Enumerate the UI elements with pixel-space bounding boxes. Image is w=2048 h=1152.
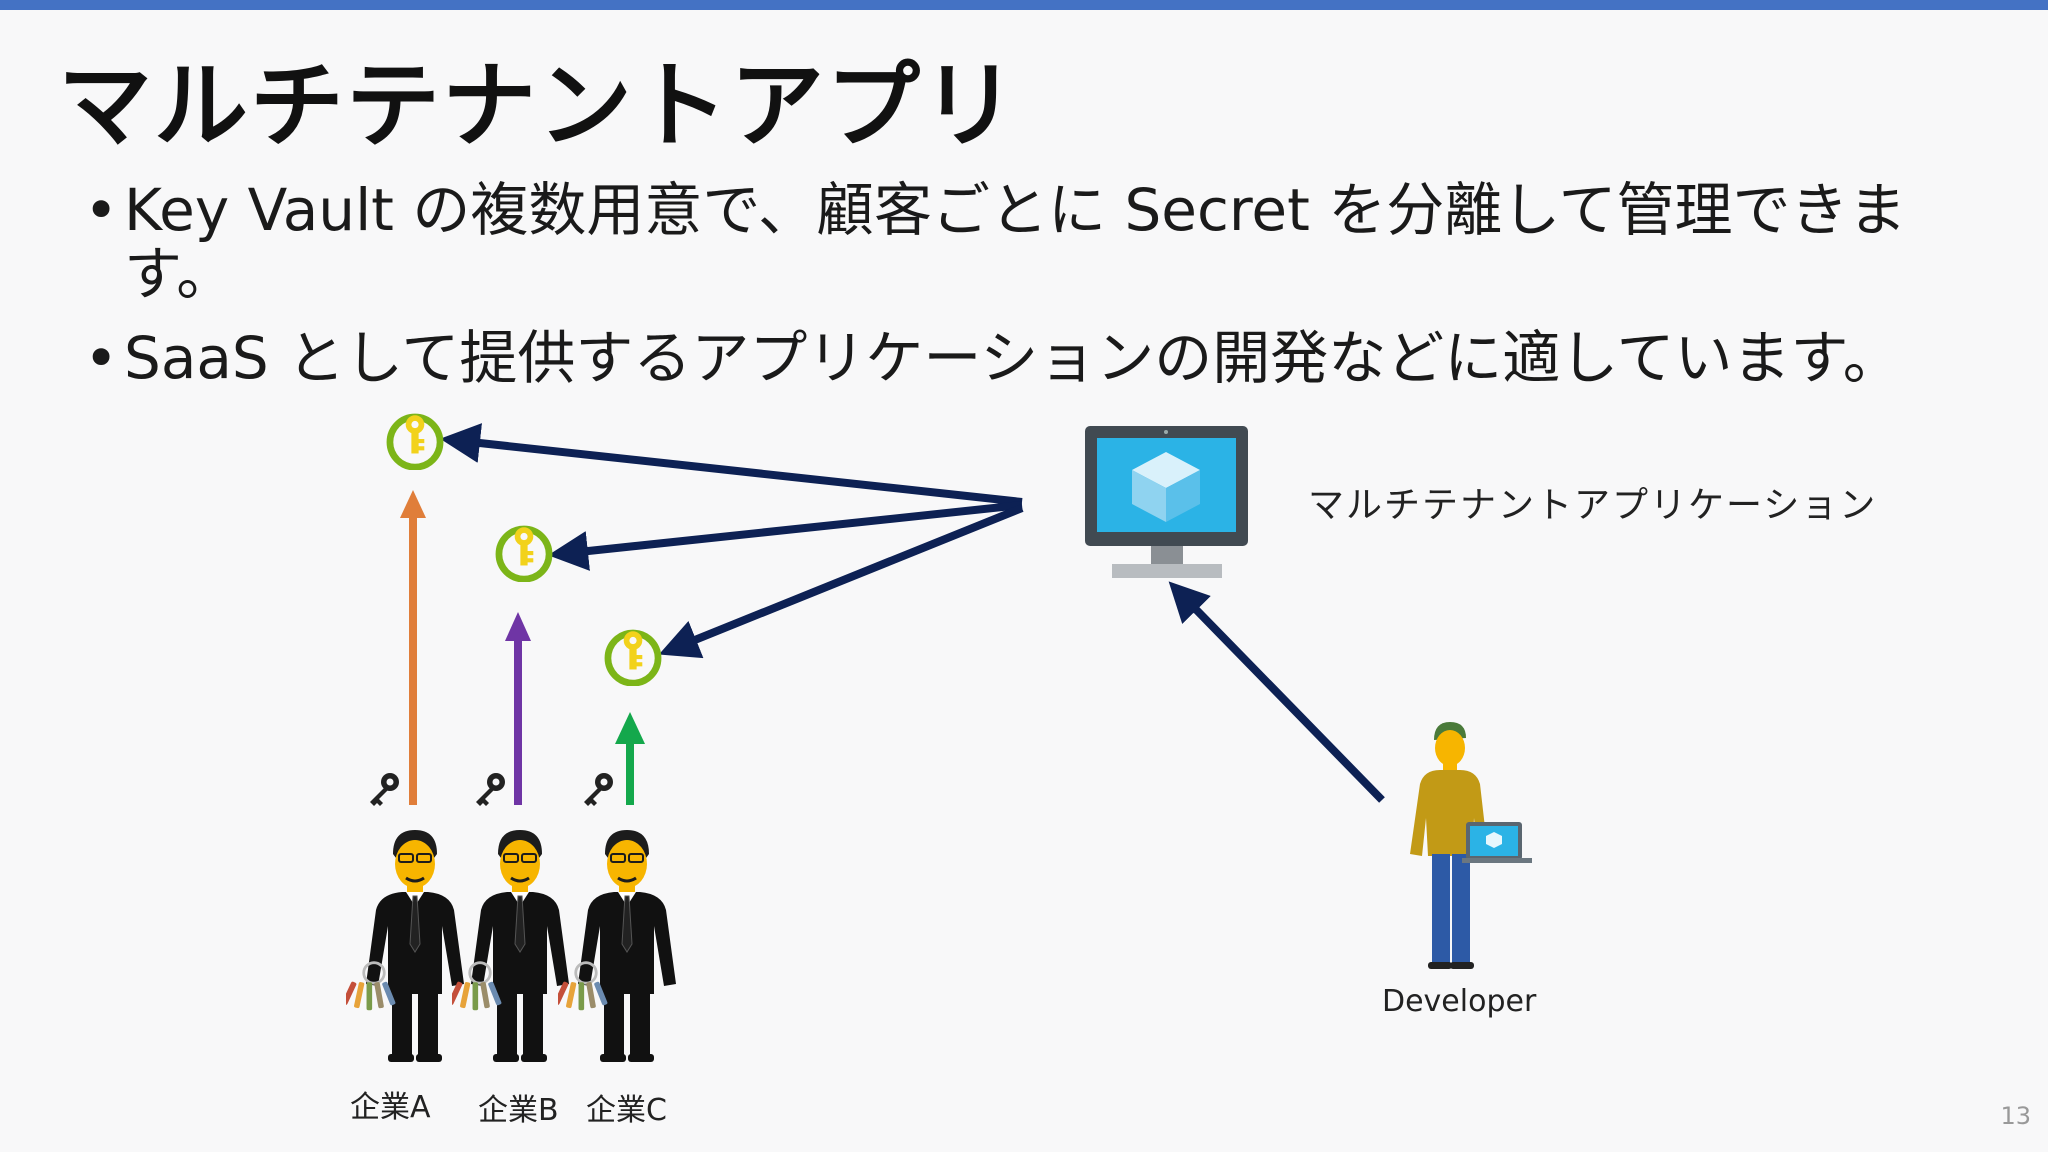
bullet-item: SaaS として提供するアプリケーションの開発などに適しています。 <box>84 326 1984 390</box>
arrow-app-to-vault-c <box>658 504 1024 659</box>
arrow-company-b <box>505 612 531 805</box>
key-icon <box>476 773 505 806</box>
arrow-company-c <box>615 712 645 805</box>
company-c-label: 企業C <box>586 1093 667 1128</box>
arrow-developer-to-app <box>1168 581 1385 803</box>
arrow-app-to-vault-b <box>548 501 1023 571</box>
key-vault-icon <box>608 631 658 683</box>
arrow-app-to-vault-a <box>440 423 1023 506</box>
key-vault-icon <box>499 527 549 579</box>
company-b-label: 企業B <box>478 1093 559 1128</box>
developer-icon <box>1410 722 1532 969</box>
businessman-icon <box>469 828 571 1064</box>
developer-label: Developer <box>1382 984 1537 1019</box>
page-number: 13 <box>2000 1102 2031 1130</box>
businessman-icon <box>364 828 466 1064</box>
bullet-item: Key Vault の複数用意で、顧客ごとに Secret を分離して管理できま… <box>84 178 1984 306</box>
company-a-label: 企業A <box>350 1090 431 1125</box>
businessman-icon <box>576 828 678 1064</box>
bullet-list: Key Vault の複数用意で、顧客ごとに Secret を分離して管理できま… <box>84 178 1984 410</box>
arrow-company-a <box>400 490 426 805</box>
top-accent-bar <box>0 0 2048 10</box>
key-icon <box>370 773 399 806</box>
key-icon <box>584 773 613 806</box>
slide-title: マルチテナントアプリ <box>58 52 1019 161</box>
monitor-icon <box>1085 426 1248 578</box>
key-vault-icon <box>390 415 440 467</box>
app-label: マルチテナントアプリケーション <box>1308 485 1878 526</box>
